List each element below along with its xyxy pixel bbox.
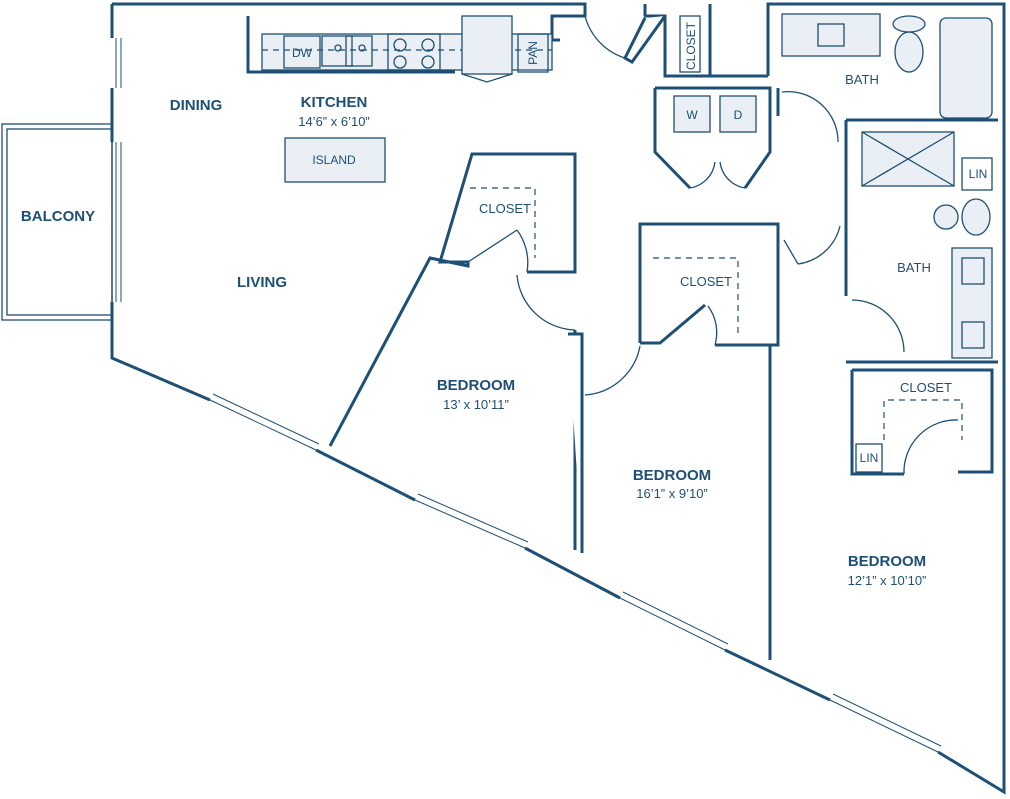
bath-2-label: BATH bbox=[897, 260, 931, 275]
closet-entry-label: CLOSET bbox=[684, 21, 698, 70]
bedroom-3-label: BEDROOM bbox=[848, 553, 926, 570]
linen-bath-label: LIN bbox=[969, 167, 988, 181]
exterior-walls bbox=[110, 2, 1006, 795]
closet-bed1-label: CLOSET bbox=[479, 201, 531, 216]
entry bbox=[584, 14, 710, 78]
balcony bbox=[1, 123, 113, 321]
linen-bed3-label: LIN bbox=[860, 451, 879, 465]
dishwasher-label: DW bbox=[292, 46, 313, 60]
bedroom-2 bbox=[568, 222, 780, 660]
bedroom-3-dimensions: 12’1” x 10’10” bbox=[848, 573, 927, 588]
dryer-label: D bbox=[734, 108, 743, 122]
island-label: ISLAND bbox=[312, 153, 356, 167]
living-label: LIVING bbox=[237, 274, 287, 291]
kitchen-dimensions: 14’6” x 6’10” bbox=[298, 114, 370, 129]
bedroom-3-closet bbox=[850, 368, 994, 476]
kitchen-label: KITCHEN bbox=[301, 94, 368, 111]
washer-label: W bbox=[686, 108, 698, 122]
closet-bed2-label: CLOSET bbox=[680, 274, 732, 289]
closet-bed3-label: CLOSET bbox=[900, 380, 952, 395]
bath-2 bbox=[844, 120, 998, 364]
kitchen-counter bbox=[246, 15, 553, 183]
pantry-label: PAN bbox=[526, 41, 540, 65]
bath-1 bbox=[776, 13, 998, 265]
balcony-label: BALCONY bbox=[21, 208, 95, 225]
laundry bbox=[653, 86, 772, 190]
dining-label: DINING bbox=[170, 97, 223, 114]
island bbox=[284, 137, 386, 183]
bedroom-2-dimensions: 16’1” x 9’10” bbox=[636, 486, 708, 501]
bedroom-1-dimensions: 13’ x 10’11” bbox=[443, 397, 509, 412]
bedroom-2-label: BEDROOM bbox=[633, 467, 711, 484]
bedroom-1 bbox=[328, 152, 577, 550]
bath-1-label: BATH bbox=[845, 72, 879, 87]
bedroom-1-label: BEDROOM bbox=[437, 377, 515, 394]
